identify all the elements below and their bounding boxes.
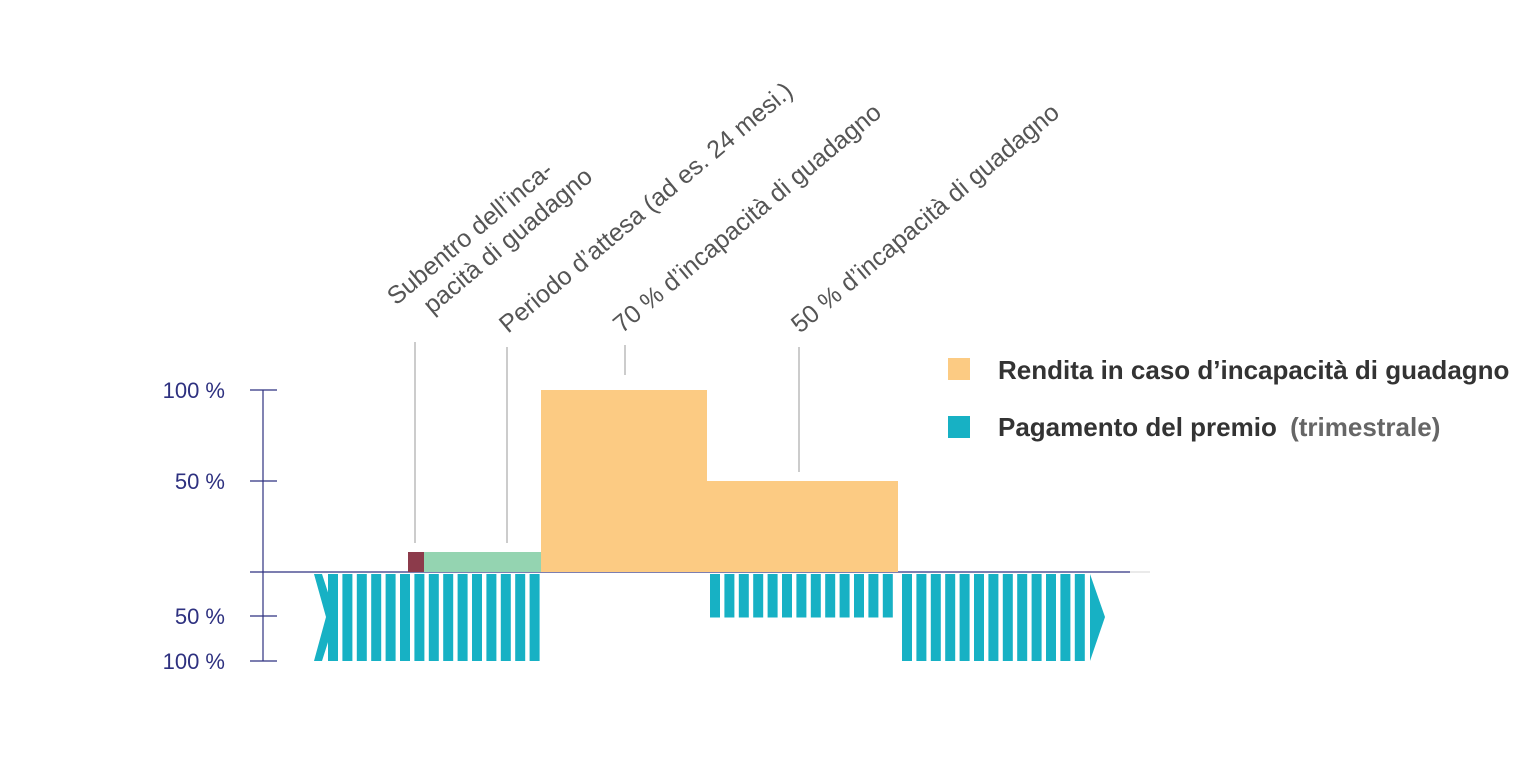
premium-payment-bar: [796, 574, 807, 618]
legend-label-premium-bold: Pagamento del premio: [998, 412, 1277, 442]
premium-payment-bar: [342, 574, 353, 661]
premium-payment-bar: [400, 574, 410, 661]
premium-payment-bar: [1017, 574, 1028, 661]
annuity-block-70pct: [541, 390, 707, 572]
tick-label-bottom-50: 50 %: [175, 604, 225, 629]
premium-payment-bar: [916, 574, 927, 661]
premium-payment-bar: [457, 574, 468, 661]
premium-payment-bar: [882, 574, 893, 618]
tick-label-bottom-100: 100 %: [163, 649, 225, 674]
premium-payment-bar: [930, 574, 941, 661]
premium-payment-bar: [1031, 574, 1042, 661]
premium-payment-bar: [738, 574, 749, 618]
premium-payment-bar: [1046, 574, 1056, 661]
premium-payment-bar: [974, 574, 984, 661]
premium-payment-bar: [414, 574, 425, 661]
premium-payment-bar: [854, 574, 864, 618]
legend-label-annuity: Rendita in caso d’incapacità di guadagno: [998, 355, 1509, 385]
premium-payment-bar: [753, 574, 764, 618]
premium-payment-bar: [945, 574, 956, 661]
legend-swatch-premium: [948, 416, 970, 438]
premium-payment-bar: [810, 574, 821, 618]
annuity-block-50pct: [706, 481, 898, 572]
premium-payment-bar: [486, 574, 497, 661]
premium-payment-bar: [902, 574, 912, 661]
premium-payment-bar: [443, 574, 454, 661]
premium-payment-bar: [428, 574, 439, 661]
premium-payment-bar: [529, 574, 540, 661]
annotation-onset: Subentro dell’inca- pacità di guadagno: [382, 139, 598, 333]
premium-payment-bar: [782, 574, 792, 618]
premium-payment-bar: [472, 574, 482, 661]
premium-payment-bar: [1074, 574, 1085, 661]
premium-payment-bar: [825, 574, 836, 618]
premium-payment-bar: [1002, 574, 1013, 661]
premium-start-notch: [314, 574, 336, 661]
legend-label-premium-note: (trimestrale): [1290, 412, 1440, 442]
premium-payment-bar: [356, 574, 367, 661]
legend-label-premium: Pagamento del premio (trimestrale): [998, 412, 1440, 442]
legend-swatch-annuity: [948, 358, 970, 380]
premium-payment-bar: [868, 574, 879, 618]
premium-payment-bar: [767, 574, 778, 618]
premium-payment-bar: [385, 574, 396, 661]
premium-payment-bar: [500, 574, 511, 661]
premium-payment-bar: [371, 574, 382, 661]
premium-payment-bar: [839, 574, 850, 618]
premium-payment-bar: [959, 574, 970, 661]
premium-payment-bar: [710, 574, 720, 618]
waiting-period-bar: [424, 552, 541, 572]
premium-payment-bar: [724, 574, 735, 618]
premium-payment-bar: [515, 574, 526, 661]
premium-payment-bar: [1060, 574, 1071, 661]
premium-payments: [328, 574, 1085, 661]
tick-label-top-100: 100 %: [163, 378, 225, 403]
tick-label-top-50: 50 %: [175, 469, 225, 494]
onset-marker: [408, 552, 424, 572]
premium-payment-bar: [988, 574, 999, 661]
premium-end-arrow-icon: [1090, 574, 1105, 661]
